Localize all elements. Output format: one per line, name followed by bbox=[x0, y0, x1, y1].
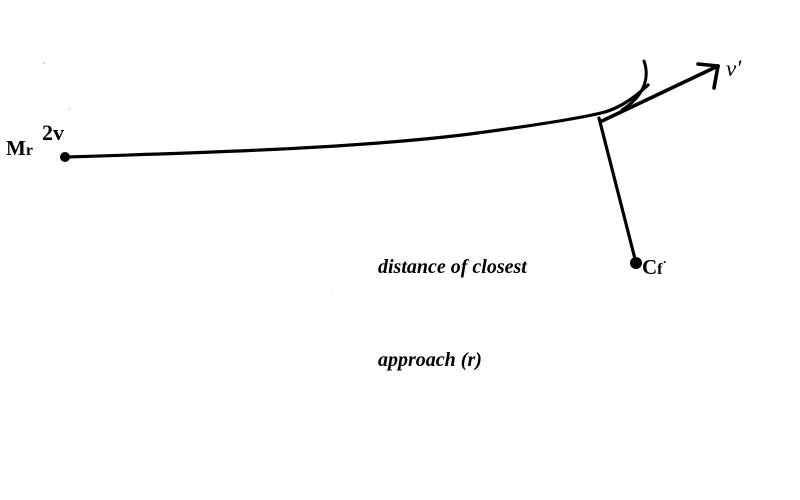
central-mass-dot bbox=[630, 257, 642, 269]
arrow-head-lower-icon bbox=[712, 64, 720, 90]
scan-speck bbox=[68, 108, 70, 110]
trajectory-curve bbox=[63, 111, 603, 159]
velocity-vector-shaft bbox=[600, 64, 720, 123]
incoming-speed-label: 2v bbox=[42, 120, 64, 145]
incoming-mass-label-main: M bbox=[6, 136, 26, 160]
central-mass-label-main: C bbox=[642, 255, 658, 279]
incoming-mass-label: Mr bbox=[6, 138, 33, 159]
scattering-angle-arc-icon bbox=[620, 59, 648, 112]
closest-approach-caption: distance of closest approach (r) bbox=[378, 190, 527, 438]
outgoing-velocity-label: v′ bbox=[726, 56, 742, 81]
incoming-mass-dot bbox=[60, 152, 70, 162]
central-mass-label-tick: · bbox=[662, 254, 667, 269]
scan-speck bbox=[330, 292, 332, 294]
scan-speck bbox=[43, 62, 45, 64]
caption-line-1: distance of closest bbox=[378, 256, 527, 278]
caption-line-2: approach (r) bbox=[378, 349, 482, 371]
central-mass-label-subscript: f bbox=[657, 261, 663, 278]
central-mass-label: Cf· bbox=[642, 255, 667, 278]
incoming-mass-label-subscript: r bbox=[25, 142, 33, 159]
closest-approach-radius-line bbox=[597, 116, 637, 261]
arrow-head-upper-icon bbox=[696, 62, 720, 68]
